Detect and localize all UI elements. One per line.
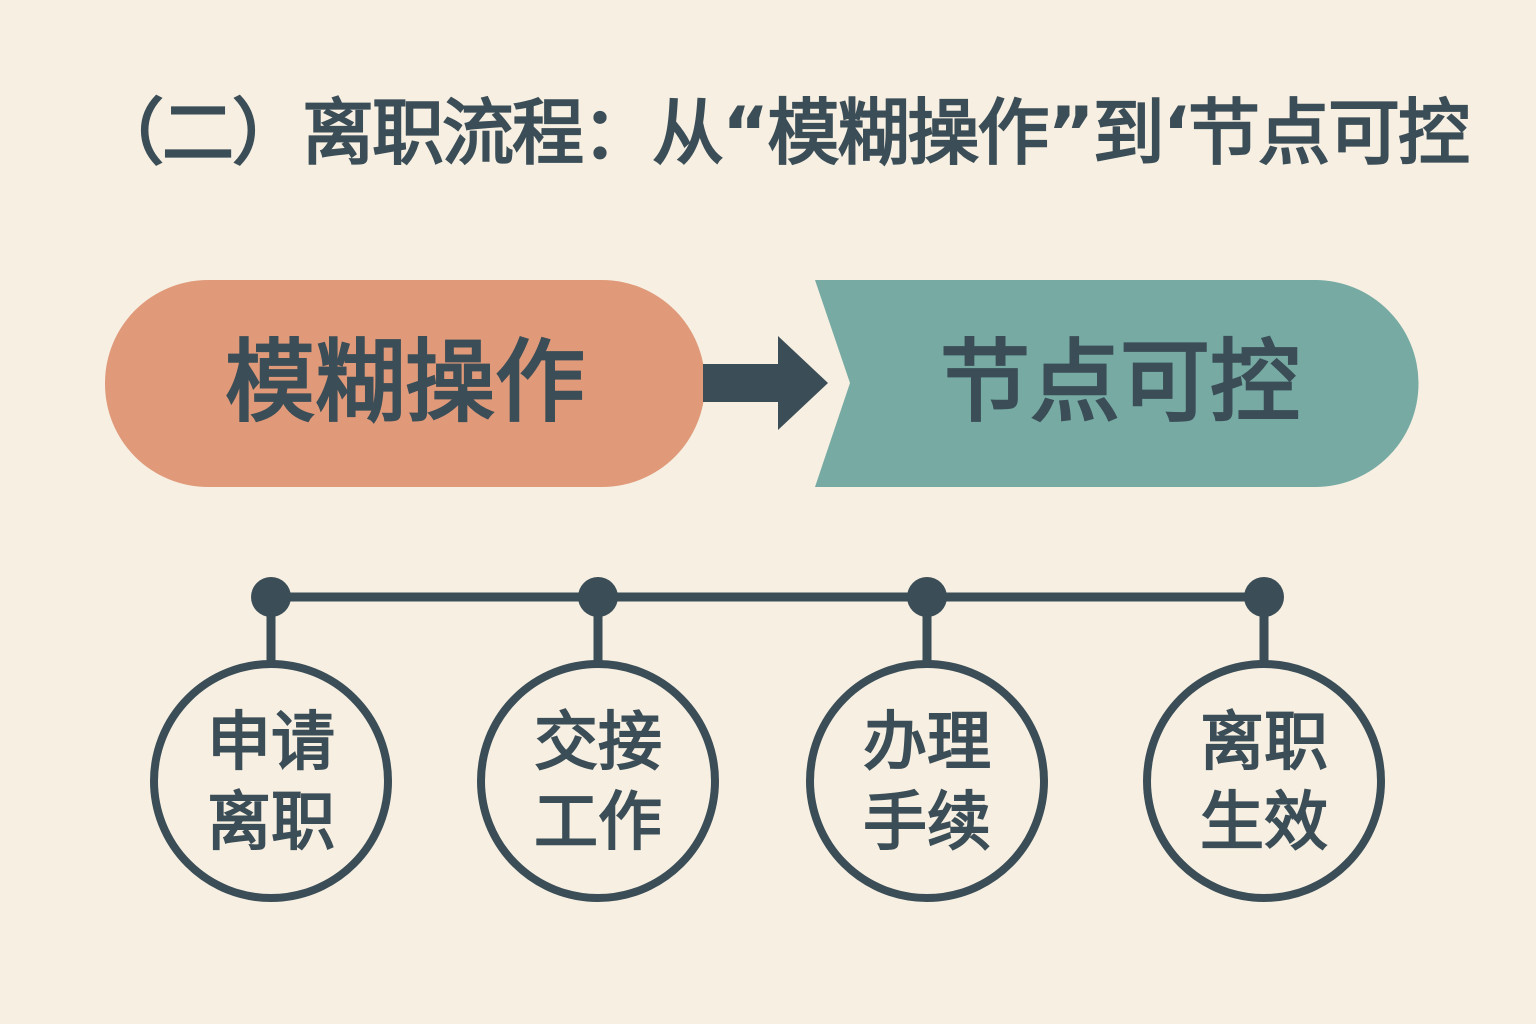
step-2-circle [477,660,719,902]
step-3-label: 办理手续 [809,703,1045,863]
step-line1: 办理 [863,706,991,780]
step-line1: 离职 [1200,706,1328,780]
page-title: （二）离职流程：从“模糊操作”到‘节点可控 [92,91,1470,175]
step-1-dot [251,577,291,617]
step-line2: 手续 [863,786,991,860]
step-3-dot [907,577,947,617]
step-line1: 申请 [207,706,335,780]
step-line2: 生效 [1200,786,1328,860]
step-1-label: 申请离职 [153,703,389,863]
arrow-icon [703,336,828,430]
from-box [105,280,705,487]
step-line1: 交接 [534,706,662,780]
step-4-circle [1143,660,1385,902]
step-2-dot [578,577,618,617]
from-box-label: 模糊操作 [225,330,585,435]
step-4-label: 离职生效 [1146,703,1382,863]
step-line2: 工作 [534,786,662,860]
step-line2: 离职 [207,786,335,860]
to-box [815,280,1419,487]
step-4-dot [1244,577,1284,617]
step-3-circle [806,660,1048,902]
step-1-circle [150,660,392,902]
step-2-label: 交接工作 [480,703,716,863]
to-box-label: 节点可控 [940,330,1300,435]
